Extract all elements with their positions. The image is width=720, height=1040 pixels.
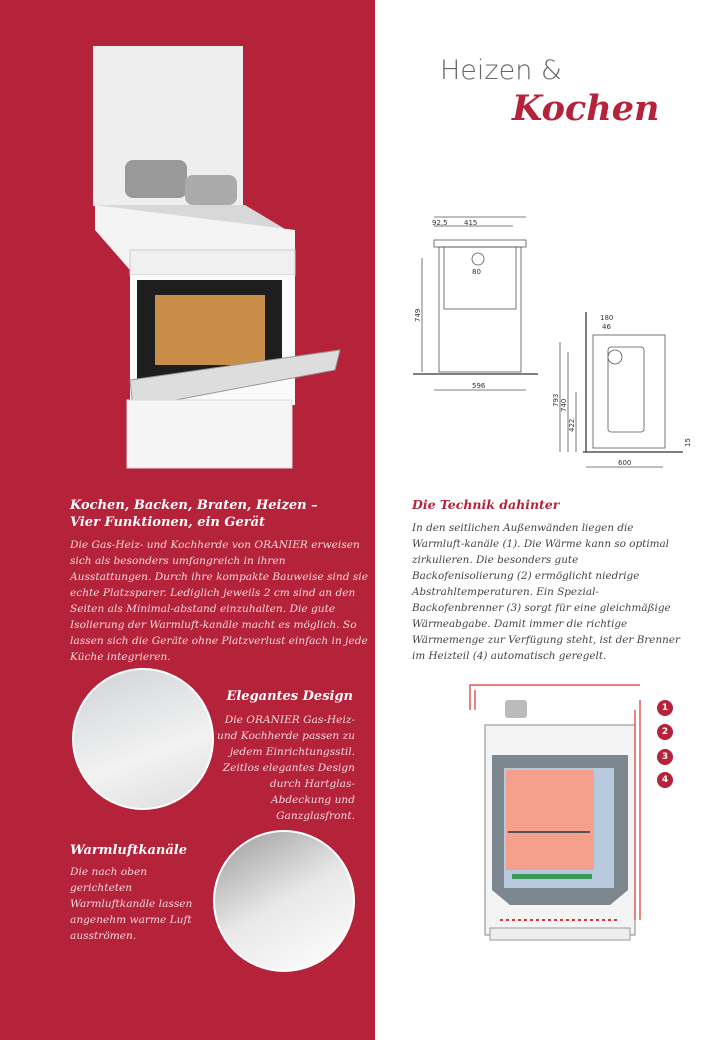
title-line-2: Kochen	[512, 88, 660, 129]
tech-heading: Die Technik dahinter	[412, 497, 560, 512]
dim-label: 15	[684, 438, 692, 447]
callout-3: 3	[657, 749, 673, 765]
main-heading-1: Kochen, Backen, Braten, Heizen –	[70, 498, 318, 513]
dim-label: 793	[552, 394, 560, 407]
design-text: Die ORANIER Gas-Heiz- und Kochherde pass…	[217, 714, 355, 822]
dim-label: 46	[602, 323, 611, 331]
dimension-drawing: 92,5 415 80 749 596 180 46 793 740 422 1…	[413, 216, 692, 468]
title-line-1: Heizen &	[440, 55, 562, 86]
callout-2: 2	[657, 724, 673, 740]
dim-label: 596	[472, 382, 486, 390]
dim-label: 740	[560, 399, 568, 412]
callout-4: 4	[657, 772, 673, 788]
stove-image	[93, 46, 341, 469]
callout-1: 1	[657, 700, 673, 716]
cutaway-diagram	[469, 684, 641, 941]
tech-text: In den seitlichen Außenwänden liegen die…	[412, 522, 680, 662]
dim-label: 415	[464, 219, 477, 227]
dim-label: 180	[600, 314, 613, 322]
burner-detail-photo	[213, 830, 355, 972]
air-text: Die nach oben gerichteten Warmluftkanäle…	[70, 866, 193, 942]
dim-label: 600	[618, 459, 631, 467]
dim-label: 80	[472, 268, 481, 276]
design-detail-photo	[72, 668, 214, 810]
dim-label: 422	[568, 419, 576, 432]
dim-label: 749	[414, 309, 422, 322]
air-heading: Warmluftkanäle	[70, 843, 187, 858]
main-text: Die Gas-Heiz- und Kochherde von ORANIER …	[70, 539, 368, 663]
dim-label: 92,5	[432, 219, 448, 227]
main-heading-2: Vier Funktionen, ein Gerät	[70, 515, 266, 530]
design-heading: Elegantes Design	[226, 689, 353, 704]
